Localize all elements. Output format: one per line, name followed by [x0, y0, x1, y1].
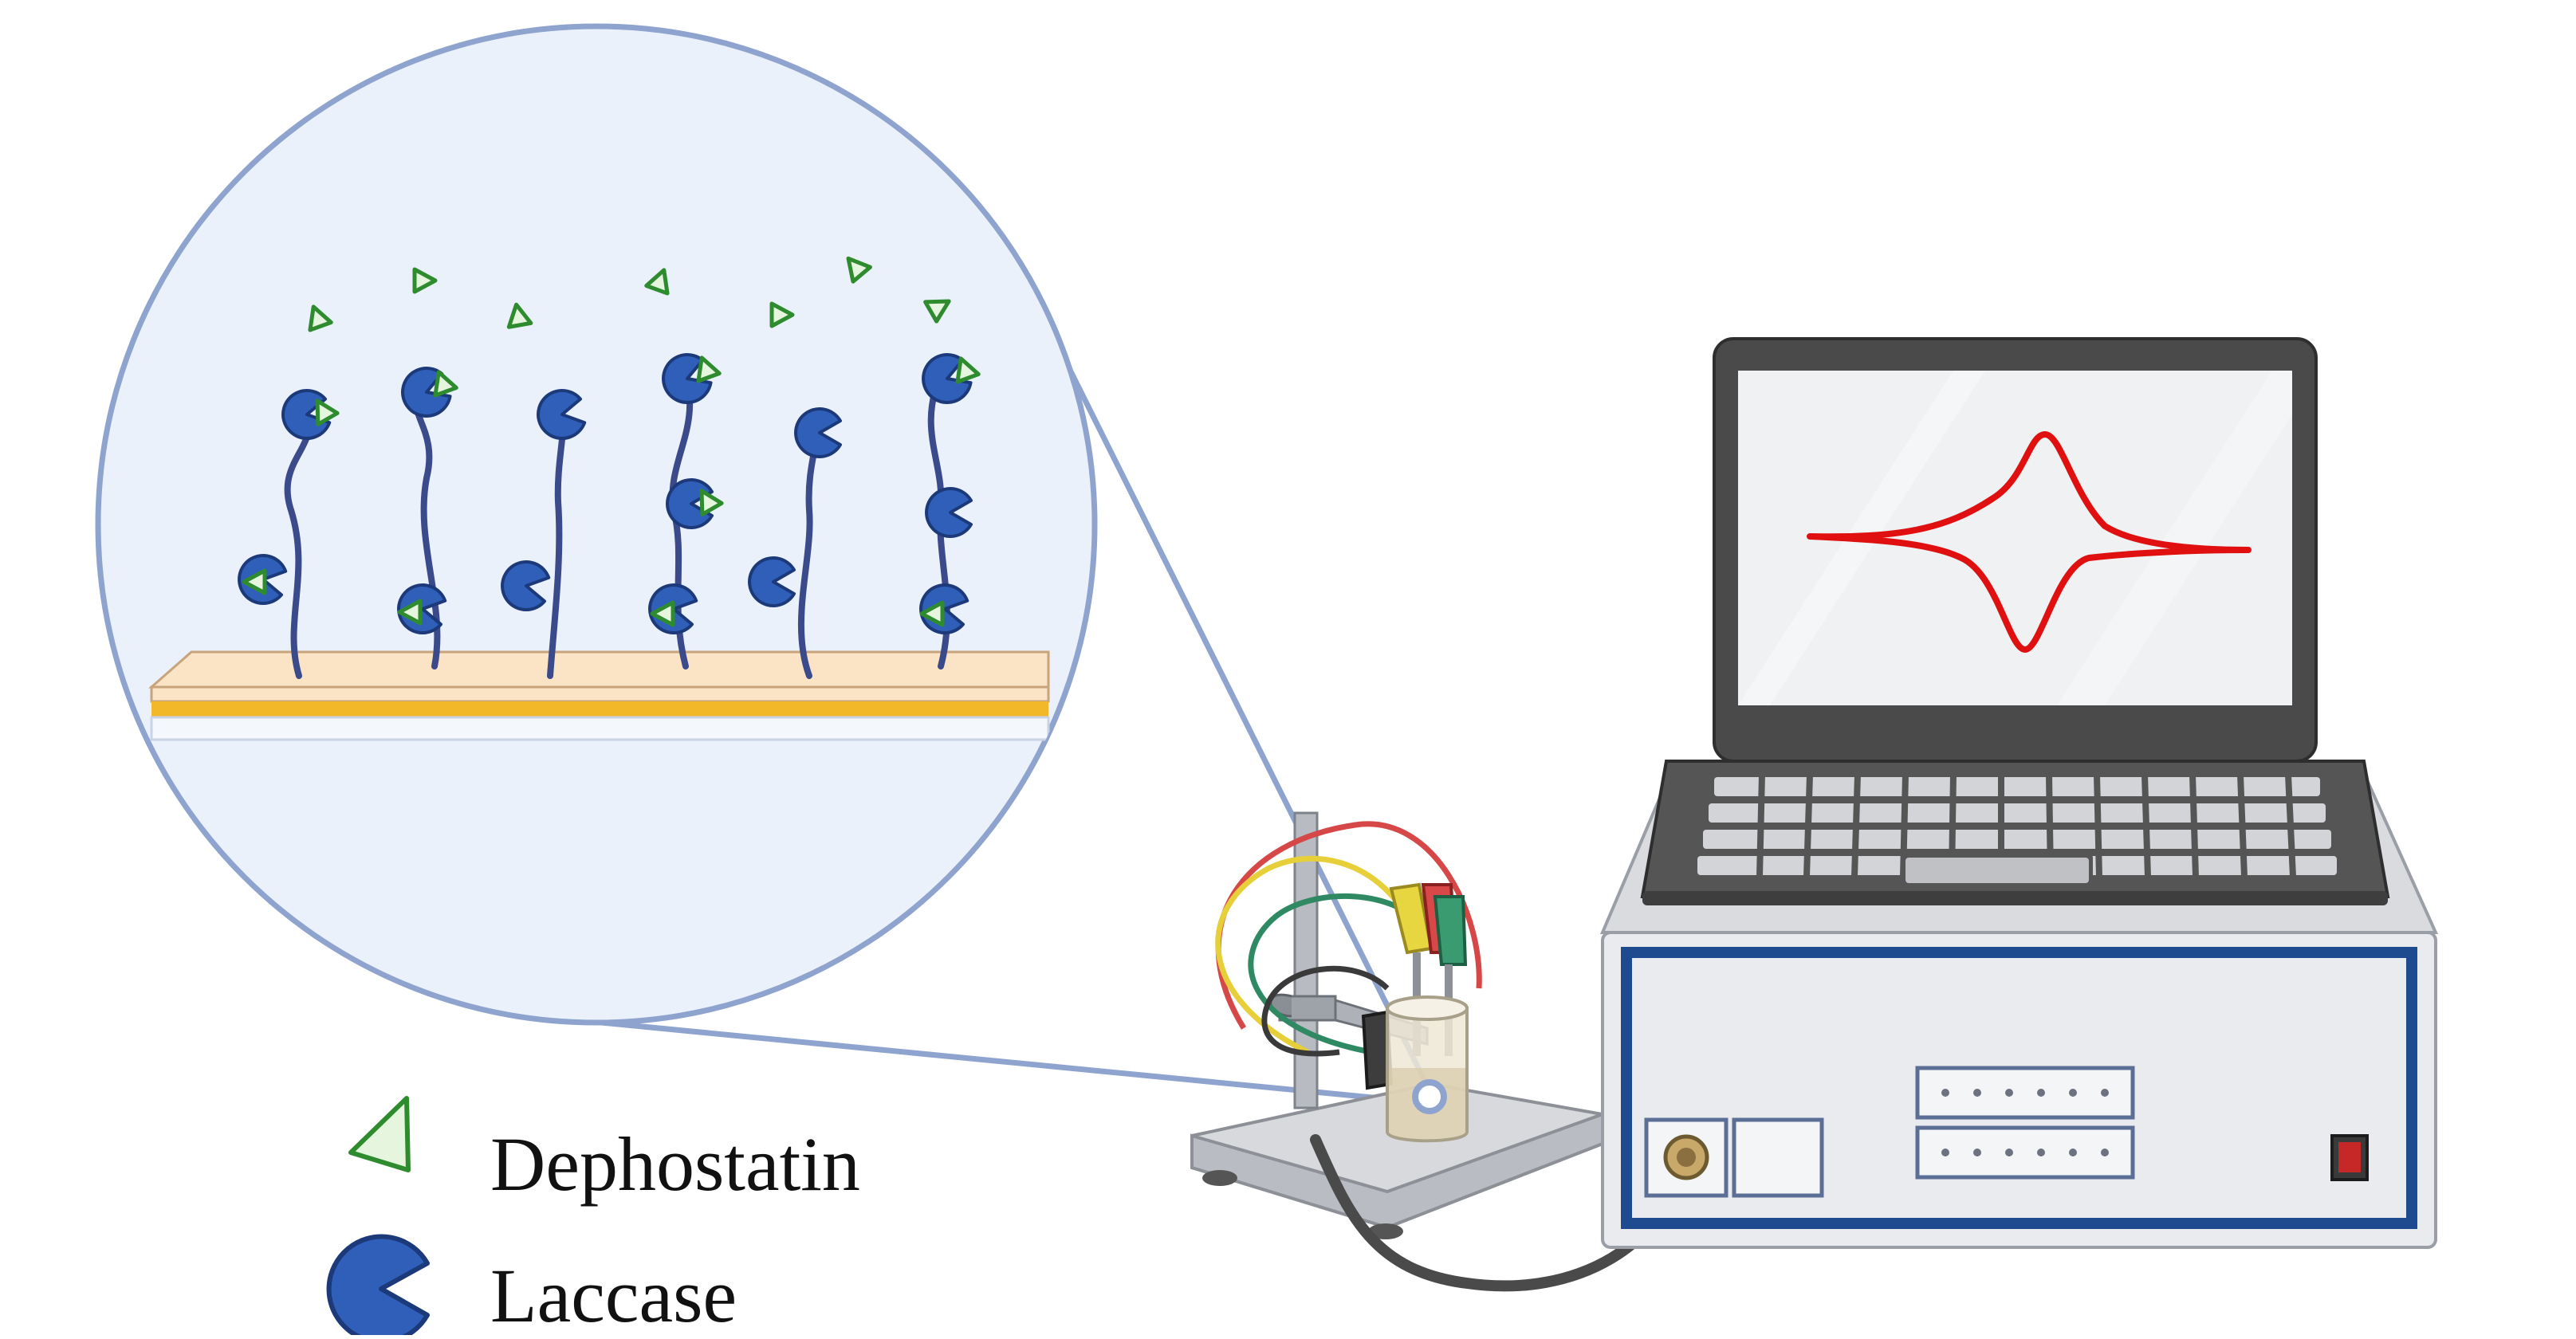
- cv-curve: [1807, 431, 2252, 653]
- legend-laccase-symbol: [326, 1234, 430, 1339]
- legend-dephostatin-symbol: [348, 1096, 411, 1172]
- electrochemical-cell-stand: [1190, 811, 1604, 1239]
- legend-label-dephostatin: Dephostatin: [490, 1121, 860, 1207]
- zoom-callout-lines: [592, 333, 1433, 1106]
- legend-label-laccase: Laccase: [490, 1253, 737, 1338]
- pacman-icon: [326, 1234, 430, 1339]
- triangle-icon: [348, 1096, 411, 1172]
- zoom-circle: [95, 23, 1098, 1026]
- electrode-substrate: [148, 650, 1050, 741]
- laptop: [1640, 337, 2390, 905]
